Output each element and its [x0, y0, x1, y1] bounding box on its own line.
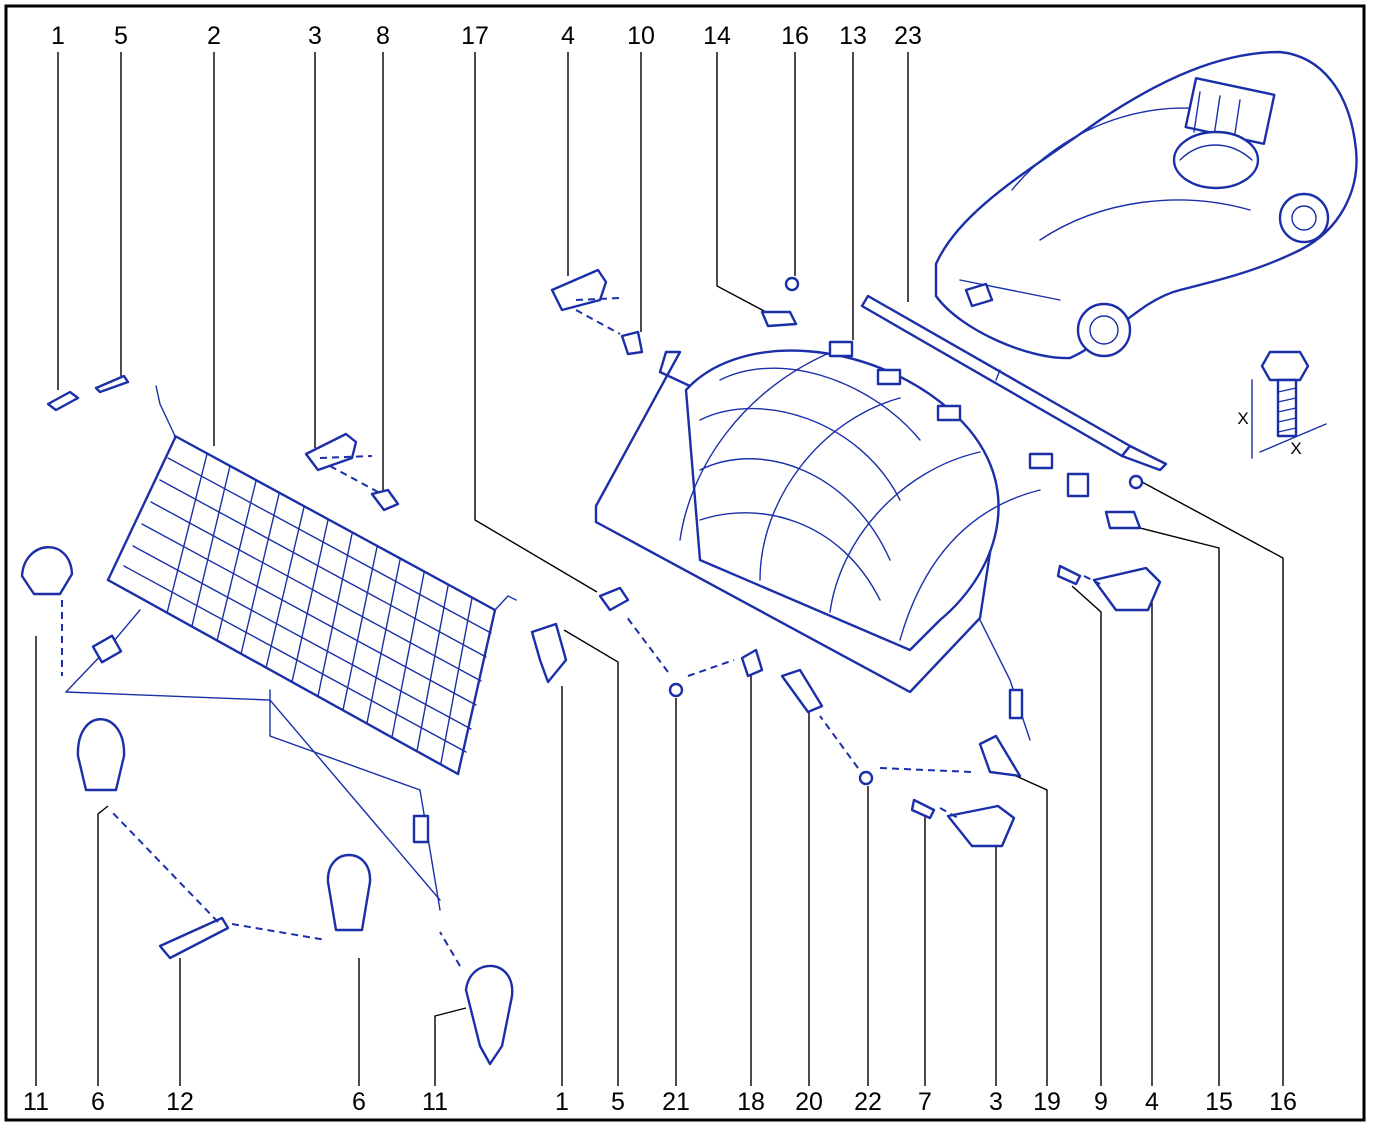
label-top-5: 5 — [114, 22, 128, 50]
label-bottom-11a: 11 — [23, 1088, 49, 1116]
label-bottom-15: 15 — [1205, 1088, 1233, 1116]
bracket-part-20 — [780, 668, 824, 714]
label-bottom-11b: 11 — [422, 1088, 448, 1116]
clip-part-5-top — [94, 374, 130, 394]
ring-part-6-left — [76, 718, 126, 792]
nut-part-21 — [668, 682, 684, 698]
label-top-14: 14 — [703, 22, 731, 50]
hook-part-1-top — [46, 390, 80, 412]
label-top-2: 2 — [207, 22, 221, 50]
plate-part-18 — [740, 648, 764, 678]
label-bottom-5: 5 — [611, 1088, 625, 1116]
dimension-x-vertical: X — [1237, 409, 1248, 428]
label-top-17: 17 — [461, 22, 489, 50]
label-top-13: 13 — [839, 22, 867, 50]
label-top-3: 3 — [308, 22, 322, 50]
fittings — [20, 268, 1162, 1066]
bolt-part-16-top — [784, 276, 800, 292]
net-mesh-horizontal — [123, 457, 492, 753]
screw-part-7 — [910, 798, 936, 820]
net-vertical-seams — [166, 453, 425, 738]
label-bottom-3: 3 — [989, 1088, 1003, 1116]
anchor-part-19 — [978, 734, 1022, 778]
bracket-part-4-bottom — [1092, 566, 1162, 612]
screw-part-10 — [620, 330, 644, 356]
label-top-10: 10 — [627, 22, 655, 50]
label-bottom-12: 12 — [166, 1088, 194, 1116]
screw-part-8 — [370, 488, 400, 512]
label-bottom-16: 16 — [1269, 1088, 1297, 1116]
cargo-net — [65, 385, 517, 911]
label-bottom-18: 18 — [737, 1088, 765, 1116]
ring-part-6-right — [326, 854, 372, 932]
ring-part-11-left — [20, 546, 74, 596]
nut-part-22 — [858, 770, 874, 786]
bracket-part-4-top — [550, 268, 608, 312]
label-bottom-1: 1 — [555, 1088, 569, 1116]
label-bottom-19: 19 — [1033, 1088, 1061, 1116]
label-bottom-22: 22 — [854, 1088, 882, 1116]
bracket-part-3-top — [304, 432, 358, 472]
label-bottom-9: 9 — [1094, 1088, 1108, 1116]
net-mesh-vertical — [191, 465, 473, 764]
label-top-1: 1 — [51, 22, 65, 50]
label-top-16: 16 — [781, 22, 809, 50]
screw-part-9 — [1056, 564, 1082, 586]
anchor-part-17 — [598, 586, 630, 612]
top-labels: 1 5 2 3 8 17 4 10 14 16 13 23 — [51, 22, 922, 50]
bolt-part-16-bottom — [1128, 474, 1144, 490]
cargo-load — [594, 340, 1090, 741]
label-bottom-20: 20 — [795, 1088, 823, 1116]
label-bottom-4: 4 — [1145, 1088, 1159, 1116]
plate-part-15 — [1104, 510, 1142, 530]
bracket-part-3-bottom — [946, 804, 1016, 848]
ring-part-11-right — [464, 964, 514, 1066]
label-top-8: 8 — [376, 22, 390, 50]
bolt-part-12 — [158, 916, 230, 960]
hook-part-1-mid — [530, 622, 568, 684]
label-top-23: 23 — [894, 22, 922, 50]
diagram-frame — [4, 4, 1366, 1122]
tension-strap — [860, 294, 1168, 472]
dimension-x-horizontal: X — [1290, 439, 1301, 458]
label-bottom-7: 7 — [918, 1088, 932, 1116]
leader-lines — [35, 52, 1284, 1086]
label-bottom-21: 21 — [662, 1088, 690, 1116]
vehicle-illustration — [934, 50, 1358, 360]
assembly-guides — [61, 297, 1101, 967]
label-bottom-6a: 6 — [91, 1088, 105, 1116]
bolt-dimension-inset: X X — [1237, 350, 1327, 459]
plate-part-14 — [760, 310, 798, 328]
label-top-4: 4 — [561, 22, 575, 50]
label-bottom-6b: 6 — [352, 1088, 366, 1116]
bottom-labels: 11 6 12 6 11 1 5 21 18 20 22 7 3 19 9 4 … — [23, 1088, 1297, 1116]
